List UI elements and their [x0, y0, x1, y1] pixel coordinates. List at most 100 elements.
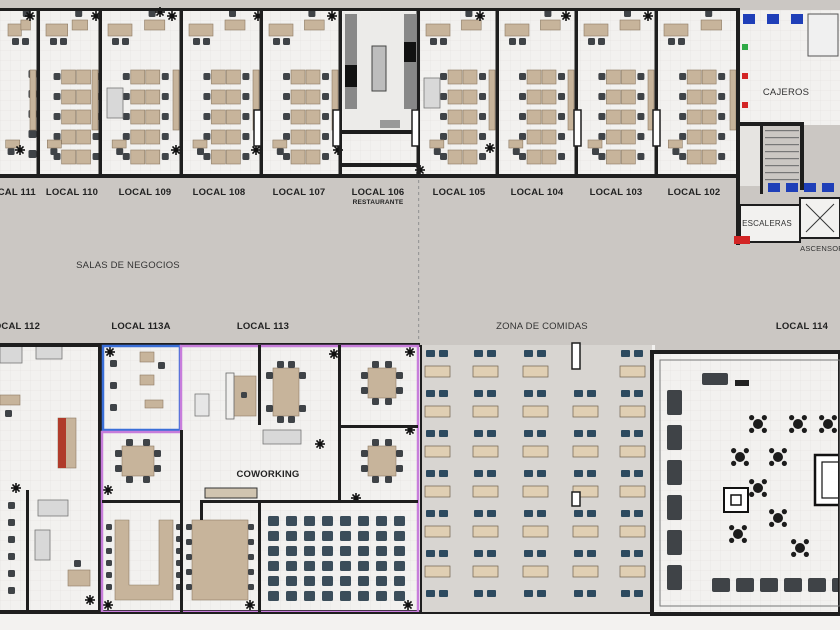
- desk: [621, 69, 636, 85]
- chair: [479, 73, 487, 80]
- food-chair: [587, 470, 596, 477]
- chair: [273, 38, 280, 45]
- chair: [143, 476, 150, 483]
- local-label-106: LOCAL 106: [351, 187, 405, 198]
- chair: [544, 10, 552, 17]
- stair-step: [765, 172, 799, 174]
- desk: [729, 69, 737, 131]
- desk: [447, 69, 463, 85]
- round-chair: [801, 427, 807, 433]
- chair: [440, 153, 448, 160]
- corridor-divider: [418, 330, 420, 333]
- chair: [248, 584, 254, 590]
- desk: [462, 89, 478, 105]
- chair: [242, 93, 250, 100]
- food-table: [472, 525, 499, 538]
- food-chair: [524, 510, 533, 517]
- chair: [266, 405, 273, 412]
- corridor-divider: [418, 324, 420, 327]
- food-table: [472, 405, 499, 418]
- booth-seat: [784, 578, 802, 592]
- food-chair: [439, 550, 448, 557]
- chair: [122, 113, 130, 120]
- desk: [226, 129, 241, 145]
- food-chair: [634, 550, 643, 557]
- round-chair: [743, 448, 749, 454]
- food-chair: [474, 510, 483, 517]
- desk: [7, 23, 22, 37]
- chair: [8, 519, 15, 526]
- chair: [718, 93, 726, 100]
- local-label-110: LOCAL 110: [45, 187, 99, 198]
- round-chair: [741, 537, 747, 543]
- wall: [338, 345, 341, 500]
- training-seat: [394, 561, 405, 571]
- round-chair: [769, 460, 775, 466]
- door-panel: [411, 109, 420, 147]
- wall: [736, 10, 740, 245]
- wall: [420, 345, 422, 613]
- chair: [248, 524, 254, 530]
- small-table: [735, 380, 749, 386]
- ascensor-cross: [805, 203, 835, 233]
- round-chair: [781, 521, 787, 527]
- food-chair: [426, 430, 435, 437]
- chair: [558, 133, 566, 140]
- plant: [353, 495, 359, 501]
- chair: [110, 360, 117, 367]
- chair: [122, 73, 130, 80]
- chair: [203, 133, 211, 140]
- desk: [541, 109, 557, 125]
- reception-screen: [225, 372, 235, 420]
- plant: [173, 147, 179, 153]
- plant: [329, 13, 335, 19]
- chair: [637, 153, 645, 160]
- chair: [465, 10, 473, 17]
- chair: [143, 439, 150, 446]
- desk: [76, 149, 91, 165]
- chair: [299, 405, 306, 412]
- training-seat: [358, 546, 369, 556]
- desk: [290, 129, 306, 145]
- sofa: [262, 429, 302, 445]
- chair: [519, 133, 527, 140]
- kitchen-island: [371, 45, 387, 92]
- kitchen-counter: [345, 14, 357, 109]
- wall: [0, 8, 740, 11]
- chair: [283, 133, 291, 140]
- local-label-107: LOCAL 107: [272, 187, 326, 198]
- wall: [179, 10, 183, 175]
- chair: [277, 361, 284, 368]
- chair: [186, 539, 192, 545]
- chair: [678, 38, 685, 45]
- chair: [322, 113, 330, 120]
- food-table: [572, 405, 599, 418]
- desk: [541, 129, 557, 145]
- food-chair: [634, 510, 643, 517]
- training-seat: [286, 591, 297, 601]
- desk: [145, 109, 161, 125]
- food-chair: [524, 390, 533, 397]
- food-table: [619, 365, 646, 378]
- plant: [107, 349, 113, 355]
- wall: [800, 122, 804, 190]
- training-seat: [340, 516, 351, 526]
- food-chair: [474, 550, 483, 557]
- food-chair: [426, 470, 435, 477]
- chair: [385, 439, 392, 446]
- desk: [145, 89, 161, 105]
- round-chair: [801, 415, 807, 421]
- food-chair: [487, 430, 496, 437]
- desk: [130, 69, 146, 85]
- chair: [718, 133, 726, 140]
- desk: [211, 129, 226, 145]
- desk: [130, 109, 146, 125]
- food-chair: [474, 390, 483, 397]
- desk: [686, 129, 702, 145]
- corridor-divider: [418, 204, 420, 207]
- chair: [277, 416, 284, 423]
- food-chair: [574, 550, 583, 557]
- desk: [541, 69, 557, 85]
- wall: [338, 10, 342, 175]
- local-label-111: LOCAL 111: [0, 187, 36, 198]
